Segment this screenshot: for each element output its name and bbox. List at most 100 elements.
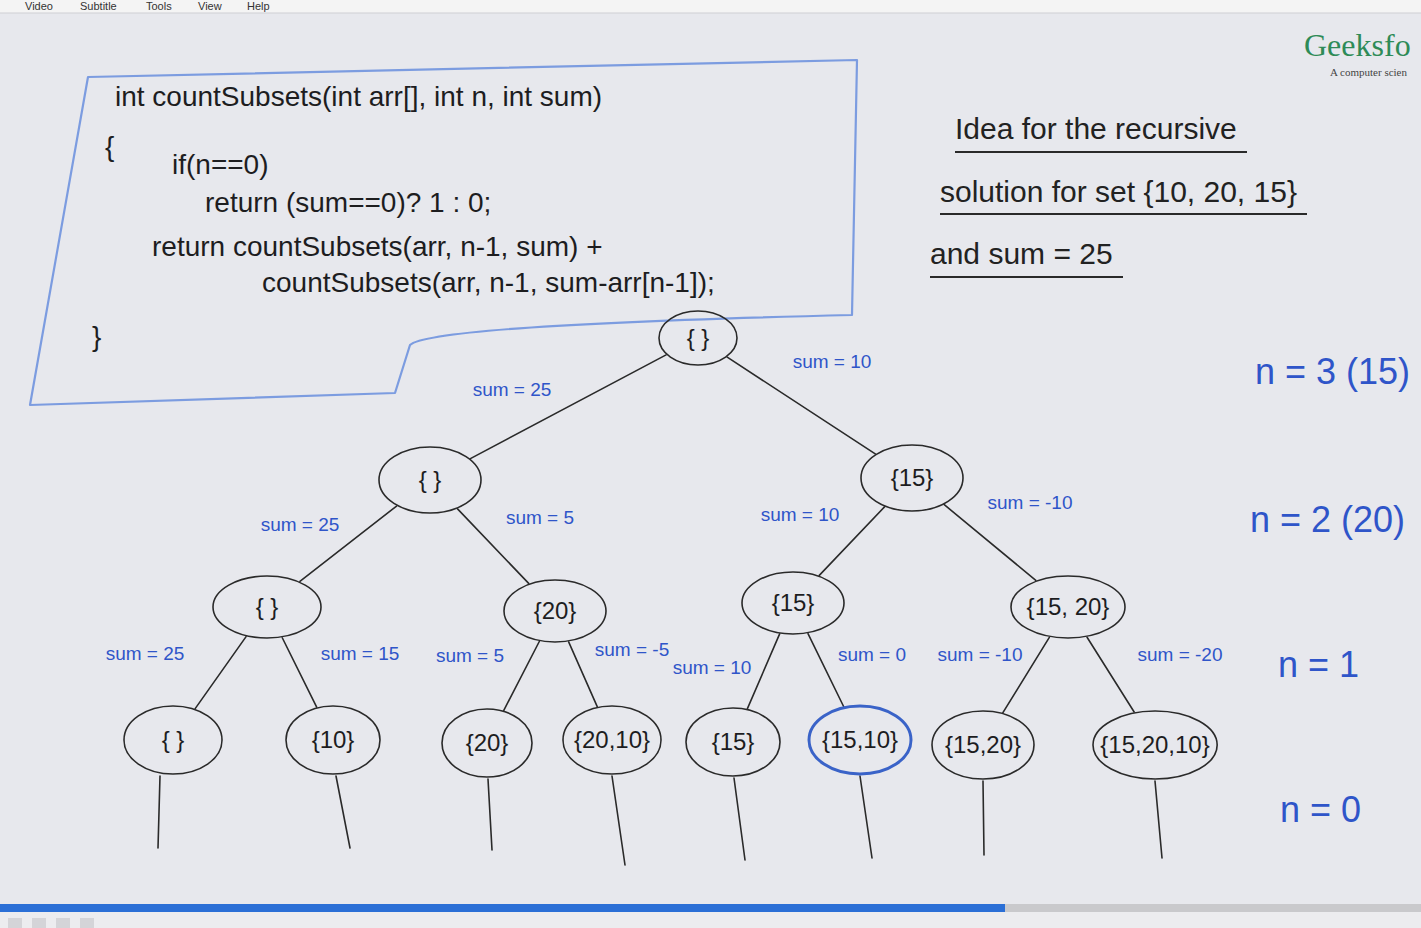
subset-label: { } — [687, 325, 710, 351]
level-note: n = 0 — [1280, 790, 1361, 830]
recursion-node: {15} — [685, 707, 781, 777]
watermark-logo: Geeksfo — [1304, 28, 1411, 63]
branch-sum-label: sum = 15 — [318, 644, 403, 665]
ellipse-outline — [659, 311, 737, 365]
branch-sum-label: sum = -5 — [592, 640, 672, 661]
watermark-tagline: A computer scien — [1330, 66, 1407, 78]
code-box: int countSubsets(int arr[], int n, int s… — [30, 56, 860, 408]
ellipse-outline — [932, 711, 1034, 779]
tree-branch — [1087, 637, 1134, 712]
ellipse-outline — [213, 576, 321, 638]
tree-branch — [944, 505, 1036, 581]
ellipse-outline — [563, 706, 661, 774]
level-note: n = 2 (20) — [1250, 500, 1405, 540]
recursion-node: {20} — [503, 579, 607, 643]
progress-track — [0, 904, 1421, 912]
subset-label: {15, 20} — [1027, 594, 1110, 620]
level-note: n = 1 — [1278, 645, 1359, 685]
ellipse-outline — [1011, 576, 1125, 638]
menu-item: Tools — [146, 0, 172, 12]
recursion-node: {15} — [741, 571, 845, 635]
code-line: return countSubsets(arr, n-1, sum) + — [152, 232, 603, 263]
recursion-node: { } — [123, 705, 223, 775]
branch-sum-label: sum = 5 — [433, 646, 507, 667]
branch-sum-label: sum = 10 — [758, 505, 843, 526]
subset-label: {20} — [534, 598, 577, 624]
menu-item: Subtitle — [80, 0, 117, 12]
subset-label: {20,10} — [574, 727, 650, 753]
recursion-node: {15} — [860, 444, 964, 512]
recursion-node: {15, 20} — [1010, 575, 1126, 639]
subset-label: { } — [419, 467, 442, 493]
subset-label: {15,20,10} — [1100, 732, 1209, 758]
subset-label: {15,10} — [822, 727, 898, 753]
menu-bar-edge — [0, 13, 1421, 14]
leaf-branch — [1155, 781, 1162, 858]
tree-branch — [470, 355, 666, 459]
ellipse-outline — [686, 708, 780, 776]
branch-sum-label: sum = 25 — [258, 515, 343, 536]
code-line: } — [92, 322, 101, 353]
branch-sum-label: sum = 25 — [103, 644, 188, 665]
recursion-node: {20,10} — [562, 705, 662, 775]
branch-sum-label: sum = 10 — [790, 352, 875, 373]
branch-sum-label: sum = 0 — [835, 645, 909, 666]
heading-line: and sum = 25 — [930, 237, 1123, 278]
control-button — [80, 918, 94, 928]
branch-sum-label: sum = 10 — [670, 658, 755, 679]
ellipse-outline — [861, 445, 963, 511]
level-note: n = 3 (15) — [1255, 352, 1410, 392]
leaf-branches — [158, 776, 1162, 865]
ellipse-outline — [379, 447, 481, 513]
subset-label: {15} — [772, 590, 815, 616]
recursion-node: {15,20,10} — [1092, 710, 1218, 780]
code-line: if(n==0) — [172, 150, 269, 181]
ellipse-outline — [504, 580, 606, 642]
ellipse-outline — [124, 706, 222, 774]
heading: Idea for the recursive solution for set … — [930, 112, 1307, 300]
code-line: countSubsets(arr, n-1, sum-arr[n-1]); — [262, 268, 715, 299]
recursion-node: {10} — [285, 705, 381, 775]
ellipse-outline — [742, 572, 844, 634]
menu-item: Help — [247, 0, 270, 12]
tree-branch — [195, 637, 246, 709]
leaf-branch — [158, 776, 160, 848]
branch-sum-label: sum = 5 — [503, 508, 577, 529]
menu-item: Video — [25, 0, 53, 12]
leaf-branch — [860, 776, 872, 858]
recursion-node: { } — [212, 575, 322, 639]
recursion-node: {20} — [441, 708, 533, 778]
leaf-branch — [488, 779, 492, 850]
leaf-branch — [983, 781, 984, 855]
subset-label: {15} — [891, 465, 934, 491]
recursion-node: {15,10} — [808, 705, 912, 775]
player-controls — [0, 912, 1421, 928]
recursion-node: { } — [658, 310, 738, 366]
branch-sum-label: sum = -20 — [1134, 645, 1225, 666]
recursion-node: {15,20} — [931, 710, 1035, 780]
heading-line: Idea for the recursive — [955, 112, 1247, 153]
highlighted-ellipse — [809, 706, 911, 774]
leaf-branch — [336, 776, 350, 848]
subset-label: {15} — [712, 729, 755, 755]
recursion-node: { } — [378, 446, 482, 514]
control-button — [8, 918, 22, 928]
subset-label: { } — [162, 727, 185, 753]
branch-sum-label: sum = -10 — [934, 645, 1025, 666]
tree-branch — [282, 638, 316, 707]
control-button — [32, 918, 46, 928]
subset-label: {10} — [312, 727, 355, 753]
leaf-branch — [734, 778, 745, 860]
ellipse-outline — [442, 709, 532, 777]
code-line: return (sum==0)? 1 : 0; — [205, 188, 491, 219]
ellipse-outline — [1093, 711, 1217, 779]
ellipse-outline — [286, 706, 380, 774]
subset-label: { } — [256, 594, 279, 620]
branch-sum-label: sum = 25 — [470, 380, 555, 401]
leaf-branch — [612, 776, 625, 865]
code-line: { — [105, 132, 114, 163]
menu-bar — [0, 0, 1421, 13]
tree-branch — [504, 642, 539, 711]
